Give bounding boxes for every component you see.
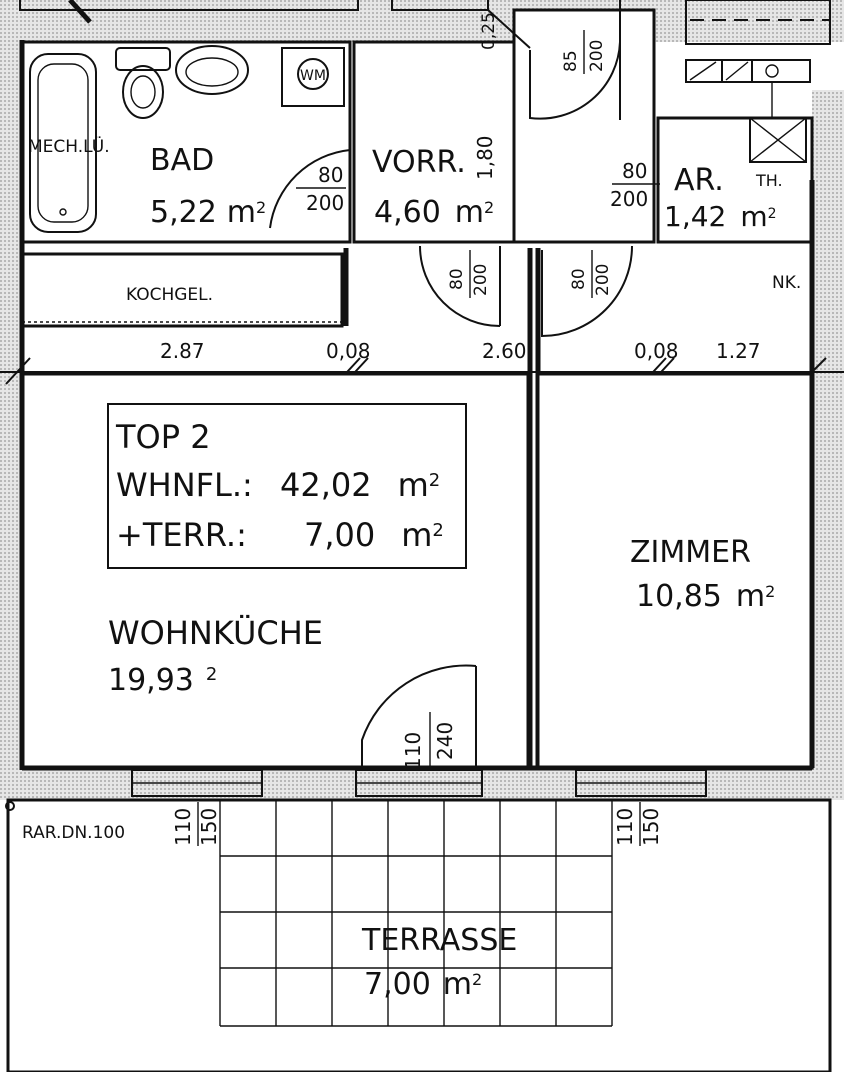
wohnkueche-name: WOHNKÜCHE	[108, 614, 323, 652]
wk-door-swing	[361, 664, 477, 768]
vorr-door2-height: 200	[593, 264, 613, 296]
kochgel-label: KOCHGEL.	[126, 285, 213, 305]
dim-287: 2.87	[160, 339, 205, 363]
upper-wall-right-box	[685, 0, 831, 45]
ar-door-height: 200	[610, 187, 648, 211]
vorr-name: VORR.	[372, 145, 466, 180]
bathtub-drain	[59, 208, 67, 216]
ar-door-width: 80	[622, 159, 647, 183]
dim-008-left: 0,08	[326, 339, 371, 363]
terrasse-name: TERRASSE	[361, 923, 517, 958]
entrance-door-swing	[529, 41, 621, 120]
win-left-width: 110	[171, 808, 195, 846]
vorr-door2-swing	[541, 245, 633, 338]
wk-door-height: 240	[433, 722, 457, 760]
upper-wall-mid	[391, 0, 489, 11]
toilet-bowl-icon	[122, 65, 164, 119]
win-right-height: 150	[639, 808, 663, 846]
meter-diag-b	[725, 61, 749, 81]
top-title: TOP 2	[115, 418, 211, 456]
wk-door-width: 110	[401, 732, 425, 770]
dim-127: 1.27	[716, 339, 761, 363]
room-zimmer	[536, 372, 814, 770]
bad-name: BAD	[150, 143, 214, 178]
dim-025: 0,25	[479, 12, 499, 50]
wall-hatch-right	[812, 90, 844, 790]
top-terr-label: +TERR.:	[116, 516, 247, 554]
top-whnfl-label: WHNFL.:	[116, 466, 253, 504]
room-vorr	[352, 40, 516, 244]
meter-diag-a	[689, 61, 717, 81]
toilet-seat	[130, 75, 156, 109]
vorr-door1-height: 200	[471, 264, 491, 296]
bathtub	[29, 53, 97, 233]
entrance-diag	[487, 9, 531, 49]
washing-machine-icon	[281, 47, 345, 107]
wall-hatch-left	[0, 0, 22, 800]
toilet-tank	[115, 47, 171, 71]
rar-pipe-icon	[5, 801, 15, 811]
shower-cross-b	[749, 117, 807, 163]
room-wohnkueche	[20, 372, 530, 770]
meter-box-c	[751, 59, 811, 83]
vorr-door2-width: 80	[569, 268, 589, 290]
meter-dial	[765, 64, 779, 78]
washbasin-inner	[185, 57, 239, 87]
zimmer-name: ZIMMER	[630, 535, 751, 570]
th-label: TH.	[755, 171, 783, 190]
bad-door-height: 200	[306, 191, 344, 215]
mech-label: MECH.LÜ.	[28, 135, 110, 157]
win-left-height: 150	[197, 808, 221, 846]
bad-door-width: 80	[318, 163, 343, 187]
dim-008-right: 0,08	[634, 339, 679, 363]
top-summary-box	[107, 403, 467, 569]
wm-label: WM	[300, 68, 326, 84]
rar-label: RAR.DN.100	[22, 823, 125, 843]
vorr-dim-180: 1,80	[473, 135, 497, 180]
upper-diag	[68, 0, 92, 24]
terrace-tiles	[219, 800, 613, 1027]
washbasin-icon	[175, 45, 249, 95]
dim-tick-a	[5, 357, 31, 385]
vorr-door1-swing	[419, 245, 501, 327]
dim-260: 2.60	[482, 339, 527, 363]
vorr-door1-width: 80	[447, 268, 467, 290]
washing-machine-drum	[297, 58, 329, 90]
ar-name: AR.	[674, 163, 724, 198]
nk-label: NK.	[772, 273, 801, 293]
shower-tray	[749, 117, 807, 163]
upper-wall-left	[19, 0, 359, 11]
entrance-door-height: 200	[587, 40, 607, 72]
bathtub-inner	[37, 63, 89, 223]
entrance-door-width: 85	[561, 50, 581, 72]
bad-door-swing	[269, 149, 351, 229]
win-right-width: 110	[613, 808, 637, 846]
kitchen-counter	[20, 252, 344, 328]
